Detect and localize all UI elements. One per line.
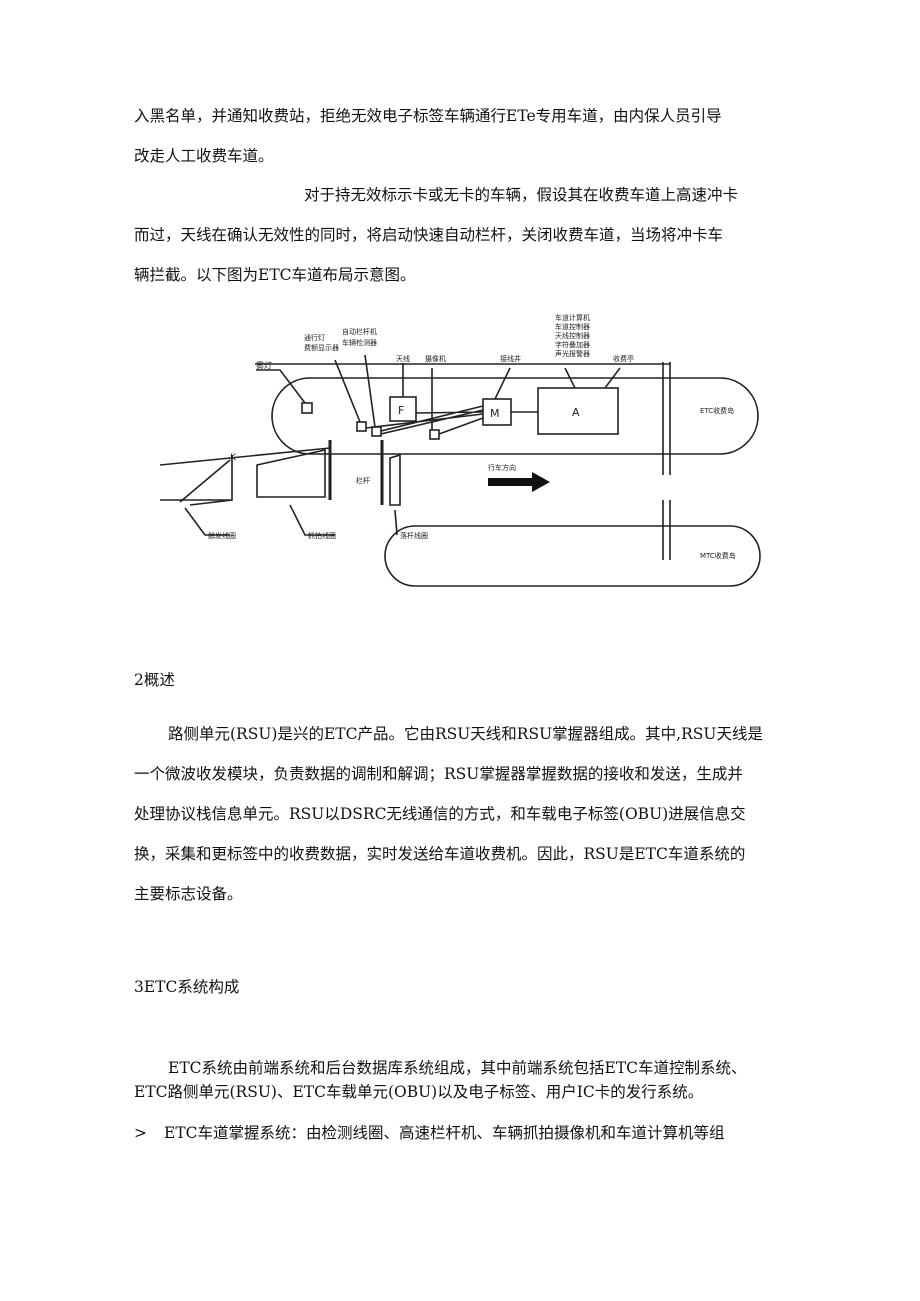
label-lane-controller: 车道控制器: [555, 322, 590, 331]
label-capture-coil: 抓拍线圈: [308, 531, 336, 540]
label-antenna-controller: 天线控制器: [555, 331, 590, 340]
lane-equipment-label-list: 车道计算机 车道控制器 天线控制器 字符叠加器 声光报警器: [555, 313, 590, 358]
label-vehicle-detector: 车辆检测器: [342, 338, 377, 347]
label-fee-display: 费额显示器: [304, 343, 339, 352]
capture-coil-shape: [256, 449, 326, 498]
label-box-k: K: [230, 453, 237, 463]
text-line: 改走人工收费车道。: [134, 147, 274, 165]
paragraph-invalid-card: 对于持无效标示卡或无卡的车辆，假设其在收费车道上高速冲卡 而过，天线在确认无效性…: [134, 175, 799, 295]
label-camera: 摄像机: [425, 354, 446, 363]
text-line: 处理协议栈信息单元。RSU以DSRC无线通信的方式，和车载电子标签(OBU)进展…: [134, 805, 746, 823]
label-signal-light: 通行灯: [304, 333, 325, 342]
label-box-f: F: [398, 404, 404, 417]
paragraph-rsu: 路侧单元(RSU)是兴的ETC产品。它由RSU天线和RSU掌握器组成。其中,RS…: [134, 714, 799, 914]
cable-line: [365, 405, 538, 435]
label-antenna: 天线: [396, 354, 410, 363]
label-toll-booth: 收费亭: [613, 354, 634, 363]
label-direction: 行车方向: [488, 463, 516, 472]
leader-line: [289, 504, 335, 536]
mtc-island-outline: [384, 525, 761, 587]
label-char-overlay: 字符叠加器: [555, 340, 590, 349]
fog-light-box: [301, 402, 313, 414]
direction-arrow-icon: [488, 472, 550, 492]
label-trigger-coil: 触发线圈: [208, 531, 236, 540]
trigger-coil-shape: [189, 455, 233, 506]
text-line: 路侧单元(RSU)是兴的ETC产品。它由RSU天线和RSU掌握器组成。其中,RS…: [168, 725, 763, 743]
camera-small-box: [429, 429, 440, 440]
leader-line: [564, 367, 576, 389]
label-fog-light: 雾灯: [256, 360, 272, 370]
bullet-item: > ETC车道掌握系统：由检测线圈、高速栏杆机、车辆抓拍摄像机和车道计算机等组: [134, 1121, 725, 1145]
detector-small-box: [371, 426, 382, 437]
leader-line: [364, 354, 376, 428]
signal-small-box: [356, 421, 367, 432]
text-line: ETC系统由前端系统和后台数据库系统组成，其中前端系统包括ETC车道控制系统、: [168, 1059, 747, 1077]
label-mtc-island: MTC收费岛: [700, 551, 736, 560]
leader-line: [184, 507, 230, 536]
label-box-m: M: [490, 407, 500, 420]
etc-lane-layout-diagram: 雾灯 通行灯 费额显示器 自动栏杆机 车辆检测器 天线 摄像机 接线井 车道计算…: [160, 313, 761, 587]
paragraph-blacklist: 入黑名单，并通知收费站，拒绝无效电子标签车辆通行ETe专用车道，由内保人员引导 …: [134, 96, 799, 176]
label-etc-island: ETC收费岛: [700, 406, 734, 415]
road-edge-line: [160, 447, 331, 466]
section-heading-etc-system: 3ETC系统构成: [134, 978, 240, 996]
label-junction-well: 接线井: [500, 354, 521, 363]
road-edge-line: [179, 459, 231, 503]
label-drop-coil: 落杆线圈: [400, 531, 428, 540]
text-line: 而过，天线在确认无效性的同时，将启动快速自动栏杆，关闭收费车道，当场将冲卡车: [134, 226, 724, 244]
text-line: 入黑名单，并通知收费站，拒绝无效电子标签车辆通行ETe专用车道，由内保人员引导: [134, 107, 722, 125]
bullet-marker: >: [134, 1124, 147, 1142]
paragraph-etc-system: ETC系统由前端系统和后台数据库系统组成，其中前端系统包括ETC车道控制系统、 …: [134, 1056, 799, 1104]
bullet-text: ETC车道掌握系统：由检测线圈、高速栏杆机、车辆抓拍摄像机和车道计算机等组: [164, 1124, 725, 1142]
label-alarm: 声光报警器: [555, 349, 590, 358]
label-lane-computer: 车道计算机: [555, 313, 590, 322]
leader-line: [494, 367, 511, 400]
etc-island-outline: [271, 377, 759, 455]
label-auto-barrier: 自动栏杆机: [342, 327, 377, 336]
text-line: 换，采集和更标签中的收费数据，实时发送给车道收费机。因此，RSU是ETC车道系统…: [134, 845, 746, 863]
leader-line: [394, 509, 398, 536]
text-line: 辆拦截。以下图为ETC车道布局示意图。: [134, 266, 416, 284]
leader-line: [604, 367, 621, 389]
leader-line: [256, 369, 306, 404]
label-box-a: A: [572, 406, 580, 419]
leader-line: [334, 359, 361, 423]
label-barrier: 栏杆: [356, 476, 370, 485]
lane-equipment-box-a: [537, 387, 619, 435]
text-line: 一个微波收发模块，负责数据的调制和解调；RSU掌握器掌握数据的接收和发送，生成并: [134, 765, 743, 783]
section-heading-overview: 2概述: [134, 671, 175, 689]
text-line: ETC路侧单元(RSU)、ETC车载单元(OBU)以及电子标签、用户IC卡的发行…: [134, 1083, 704, 1101]
drop-coil-shape: [389, 453, 401, 506]
text-line: 主要标志设备。: [134, 885, 243, 903]
text-line: 对于持无效标示卡或无卡的车辆，假设其在收费车道上高速冲卡: [304, 186, 739, 204]
